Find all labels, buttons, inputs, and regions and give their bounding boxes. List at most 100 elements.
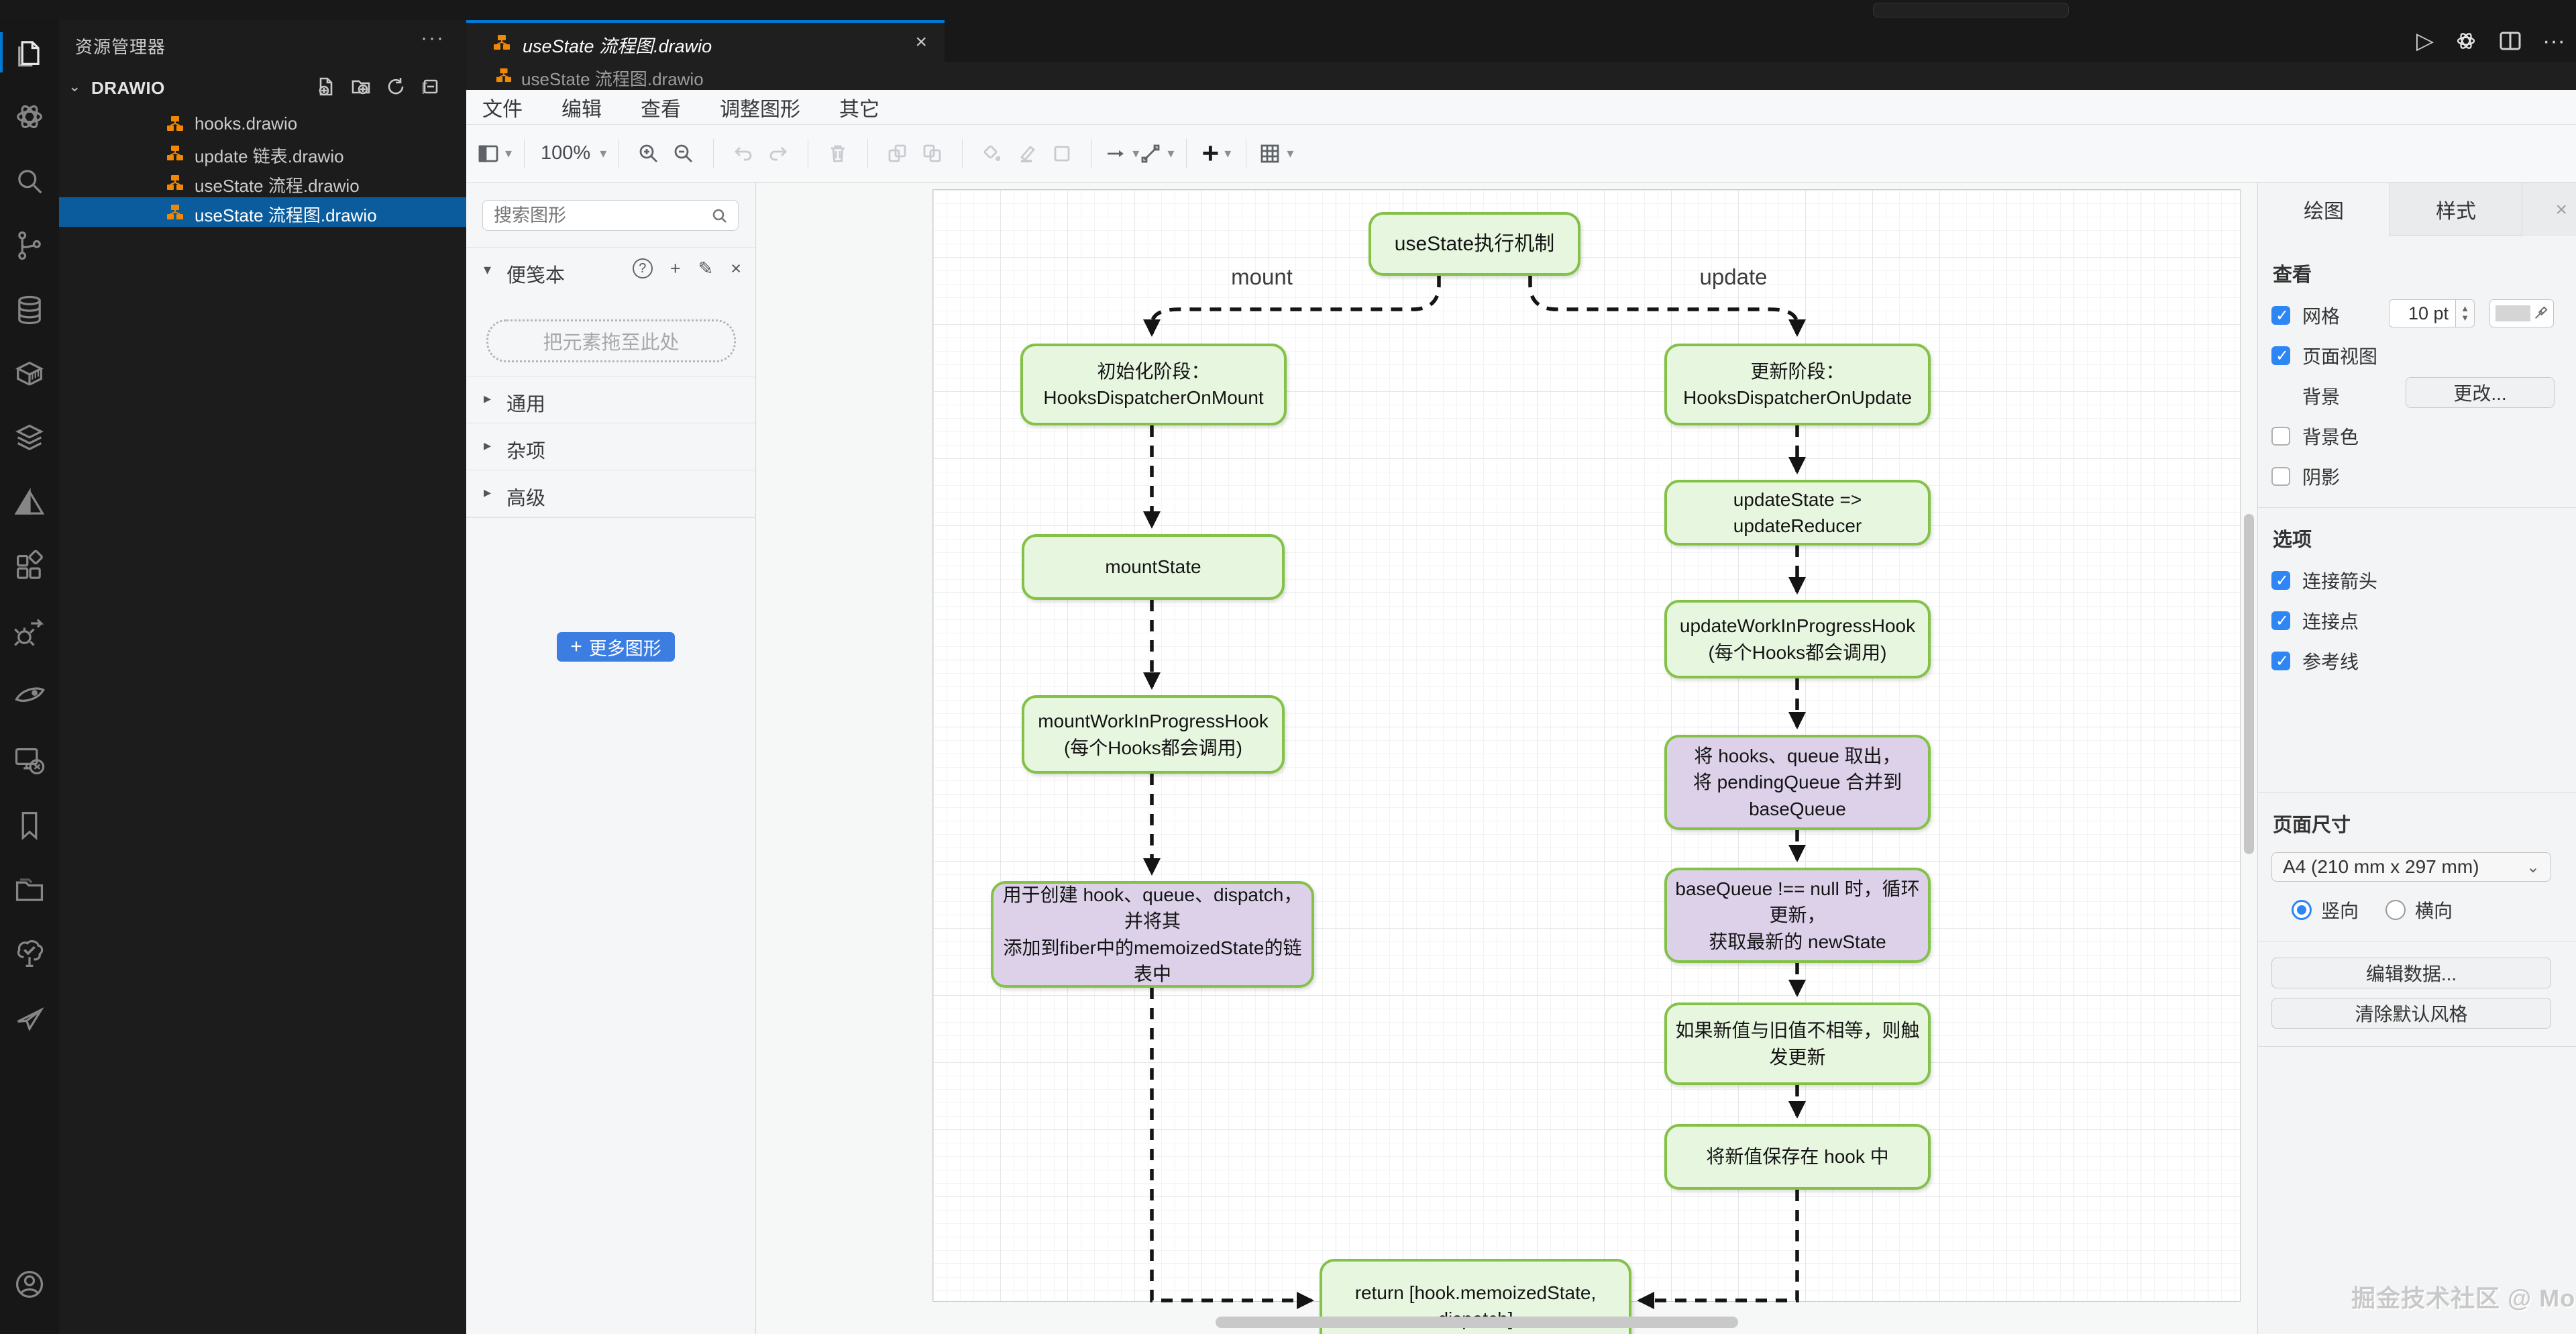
node-update-phase[interactable]: 更新阶段： HooksDispatcherOnUpdate	[1664, 344, 1931, 425]
tab-style[interactable]: 样式	[2390, 183, 2522, 236]
more-shapes-button[interactable]: + 更多图形	[557, 632, 675, 662]
file-row-usestate-flow[interactable]: useState 流程.drawio	[59, 168, 466, 197]
landscape-option[interactable]: 横向	[2385, 896, 2453, 923]
activity-remote-explorer[interactable]	[0, 729, 59, 793]
activity-database[interactable]	[0, 278, 59, 342]
activity-source-control[interactable]	[0, 213, 59, 278]
node-merge-queue[interactable]: 将 hooks、queue 取出， 将 pendingQueue 合并到 bas…	[1664, 735, 1931, 830]
editor-more-icon[interactable]: ···	[2542, 28, 2565, 54]
file-row-update[interactable]: update 链表.drawio	[59, 138, 466, 168]
node-mount-phase[interactable]: 初始化阶段： HooksDispatcherOnMount	[1020, 344, 1287, 425]
canvas-horizontal-scrollbar[interactable]	[1216, 1317, 1738, 1328]
section-misc[interactable]: ▸ 杂项	[466, 423, 756, 470]
menu-edit[interactable]: 编辑	[561, 98, 602, 121]
redo-button[interactable]	[761, 135, 796, 172]
activity-layers[interactable]	[0, 407, 59, 471]
menu-view[interactable]: 查看	[641, 98, 681, 121]
shape-outline-button[interactable]	[1044, 135, 1079, 172]
table-button[interactable]: ▾	[1258, 135, 1293, 172]
shape-search-input[interactable]	[482, 200, 739, 231]
edit-icon[interactable]: ✎	[698, 258, 714, 278]
node-mount-state[interactable]: mountState	[1022, 534, 1285, 600]
node-save-hook[interactable]: 将新值保存在 hook 中	[1664, 1124, 1931, 1190]
activity-container[interactable]	[0, 342, 59, 407]
node-update-reducer[interactable]: updateState => updateReducer	[1664, 480, 1931, 546]
split-editor-icon[interactable]	[2498, 29, 2522, 53]
grid-size-input[interactable]: 10 pt	[2389, 299, 2456, 327]
account-button[interactable]	[0, 1252, 59, 1317]
node-usestate-title[interactable]: useState执行机制	[1368, 212, 1580, 276]
collapse-folders-icon[interactable]	[421, 76, 441, 97]
activity-folders[interactable]	[0, 858, 59, 922]
node-compare-values[interactable]: 如果新值与旧值不相等，则触发更新	[1664, 1003, 1931, 1085]
grid-checkbox[interactable]	[2271, 306, 2290, 325]
activity-share[interactable]	[0, 986, 59, 1051]
delete-button[interactable]	[820, 135, 855, 172]
activity-openai[interactable]	[0, 85, 59, 149]
activity-search[interactable]	[0, 149, 59, 213]
activity-explorer[interactable]	[0, 20, 59, 85]
activity-bookmarks[interactable]	[0, 793, 59, 858]
page-view-checkbox[interactable]	[2271, 346, 2290, 366]
activity-debug[interactable]	[0, 600, 59, 664]
landscape-radio[interactable]	[2385, 900, 2406, 920]
explorer-more-icon[interactable]: ···	[421, 27, 445, 49]
breadcrumb[interactable]: useState 流程图.drawio	[466, 62, 2576, 90]
connection-arrows-checkbox[interactable]	[2271, 571, 2290, 591]
zoom-in-button[interactable]	[631, 135, 666, 172]
new-file-icon[interactable]	[316, 76, 336, 97]
undo-button[interactable]	[726, 135, 761, 172]
connection-points-checkbox[interactable]	[2271, 611, 2290, 631]
page-size-select[interactable]: A4 (210 mm x 297 mm) ⌄	[2271, 852, 2551, 882]
diagram-canvas[interactable]: mount update useState执行机制 初始化阶段： HooksDi…	[756, 183, 2257, 1334]
command-center[interactable]	[1873, 3, 2069, 17]
node-mount-wip-hook[interactable]: mountWorkInProgressHook (每个Hooks都会调用)	[1022, 695, 1285, 774]
refresh-icon[interactable]	[386, 76, 406, 97]
menu-extras[interactable]: 其它	[839, 98, 879, 121]
insert-button[interactable]: + ▾	[1199, 135, 1234, 172]
grid-color-picker[interactable]	[2489, 299, 2554, 327]
zoom-out-button[interactable]	[666, 135, 701, 172]
guides-checkbox[interactable]	[2271, 652, 2290, 671]
menu-file[interactable]: 文件	[482, 98, 523, 121]
section-advanced[interactable]: ▸ 高级	[466, 470, 756, 517]
connection-style-button[interactable]: ▾	[1104, 135, 1139, 172]
menu-arrange[interactable]: 调整图形	[720, 98, 800, 121]
file-row-hooks[interactable]: hooks.drawio	[59, 109, 466, 138]
section-general[interactable]: ▸ 通用	[466, 376, 756, 423]
scratchpad-drop-zone[interactable]: 把元素拖至此处	[486, 319, 736, 362]
portrait-option[interactable]: 竖向	[2292, 896, 2359, 923]
scratchpad-section[interactable]: ▾ 便笺本 ? + ✎ ×	[466, 247, 756, 294]
activity-wing[interactable]	[0, 664, 59, 729]
waypoint-style-button[interactable]: ▾	[1139, 135, 1174, 172]
folder-section-header[interactable]: ⌄ DRAWIO	[59, 72, 466, 103]
portrait-radio[interactable]	[2292, 900, 2312, 920]
file-row-usestate-flowchart-selected[interactable]: useState 流程图.drawio	[59, 197, 466, 227]
activity-pyramid[interactable]	[0, 471, 59, 535]
add-icon[interactable]: +	[669, 258, 681, 278]
background-color-checkbox[interactable]	[2271, 427, 2290, 446]
shadow-checkbox[interactable]	[2271, 467, 2290, 486]
close-icon[interactable]: ×	[731, 258, 741, 278]
tab-close-icon[interactable]: ×	[915, 31, 927, 53]
run-icon[interactable]: ▷	[2416, 28, 2434, 54]
line-color-button[interactable]	[1010, 135, 1044, 172]
tab-diagram[interactable]: 绘图	[2258, 183, 2390, 236]
new-folder-icon[interactable]	[351, 76, 371, 97]
to-back-button[interactable]	[915, 135, 950, 172]
to-front-button[interactable]	[880, 135, 915, 172]
fill-color-button[interactable]	[975, 135, 1010, 172]
clear-default-style-button[interactable]: 清除默认风格	[2271, 998, 2551, 1029]
canvas-vertical-scrollbar[interactable]	[2244, 514, 2254, 854]
background-change-button[interactable]: 更改...	[2406, 377, 2555, 408]
view-format-button[interactable]: ▾	[477, 135, 512, 172]
node-loop-update[interactable]: baseQueue !== null 时，循环更新， 获取最新的 newStat…	[1664, 868, 1931, 963]
zoom-level-button[interactable]: 100% ▾	[537, 135, 606, 172]
tab-usestate-flowchart[interactable]: useState 流程图.drawio ×	[466, 20, 945, 62]
edit-data-button[interactable]: 编辑数据...	[2271, 958, 2551, 988]
activity-extensions[interactable]	[0, 535, 59, 600]
close-icon[interactable]: ×	[2555, 199, 2567, 221]
node-update-wip-hook[interactable]: updateWorkInProgressHook (每个Hooks都会调用)	[1664, 600, 1931, 678]
grid-size-stepper[interactable]: ▲▼	[2456, 299, 2475, 327]
help-icon[interactable]: ?	[632, 258, 653, 278]
